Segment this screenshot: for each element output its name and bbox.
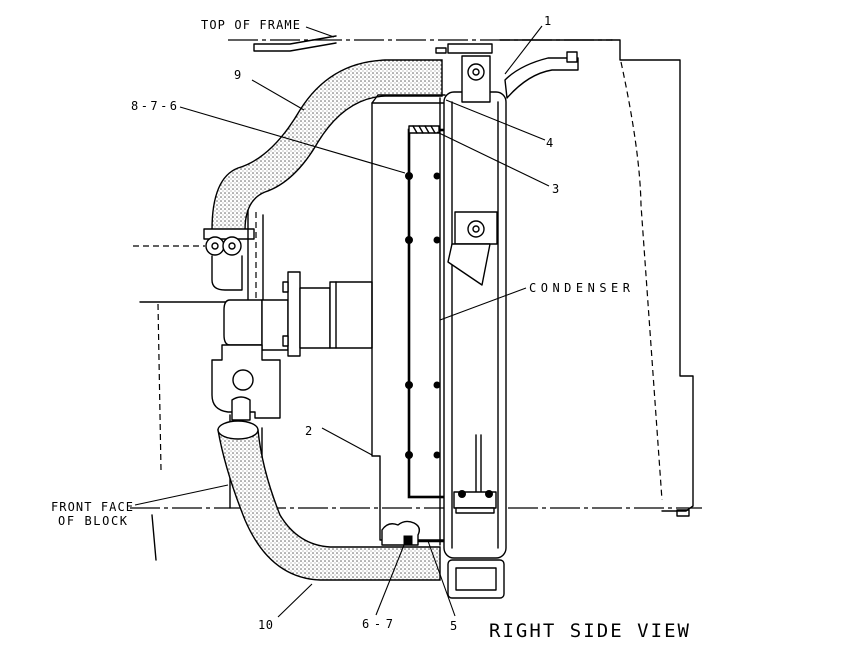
core-bolts bbox=[405, 172, 441, 459]
leader-8-7-6 bbox=[179, 106, 406, 174]
bolt-icon bbox=[433, 172, 441, 180]
middle-bracket-plate bbox=[447, 243, 491, 286]
flange-bolt bbox=[282, 335, 289, 347]
leader-3 bbox=[436, 131, 550, 187]
water-pump-assembly bbox=[203, 209, 373, 421]
frame-outline-right bbox=[611, 39, 694, 512]
bottom-fitting bbox=[447, 559, 505, 599]
condenser-tubes bbox=[451, 101, 499, 549]
leader-front-face bbox=[134, 484, 229, 506]
upper-mount-bracket bbox=[504, 57, 579, 99]
clamp-bolt-icon bbox=[222, 236, 242, 256]
upper-radiator-hose bbox=[211, 59, 443, 231]
label-part-9: 9 bbox=[234, 68, 241, 82]
lower-bracket-bolt-icon bbox=[485, 490, 493, 498]
condenser bbox=[435, 39, 613, 599]
label-top-of-frame: TOP OF FRAME bbox=[201, 18, 300, 32]
label-front-face-line2: OF BLOCK bbox=[58, 514, 128, 528]
top-cap bbox=[447, 43, 493, 54]
core-seal-strip bbox=[408, 125, 440, 134]
mount-bolt-icon bbox=[403, 535, 413, 545]
broken-out-section bbox=[381, 520, 421, 546]
clamp-bolt-center bbox=[211, 242, 219, 250]
leader-4 bbox=[445, 99, 546, 141]
label-part-5: 5 bbox=[450, 619, 457, 633]
bottom-fitting-inner bbox=[455, 567, 497, 591]
fan-spacer bbox=[329, 281, 373, 349]
leader-top-of-frame bbox=[305, 26, 335, 38]
bolt-icon bbox=[433, 236, 441, 244]
bolt-icon bbox=[433, 451, 441, 459]
engine-lower-edge bbox=[151, 514, 157, 561]
frame-foot bbox=[676, 509, 690, 517]
middle-bracket-bolt-icon bbox=[467, 220, 485, 238]
fan-pulley-flange bbox=[287, 271, 301, 357]
fan-hub bbox=[299, 287, 331, 349]
label-part-3: 3 bbox=[552, 182, 559, 196]
seal-strip-hatch bbox=[412, 125, 436, 134]
top-fitting-bolt-center bbox=[472, 68, 480, 76]
bolt-icon bbox=[405, 236, 413, 244]
label-part-4: 4 bbox=[546, 136, 553, 150]
lower-hose-end bbox=[217, 420, 259, 440]
flange-bolt bbox=[282, 281, 289, 293]
bolt-icon bbox=[433, 381, 441, 389]
leader-1 bbox=[504, 25, 543, 75]
clamp-bolt-center bbox=[228, 242, 236, 250]
top-pin bbox=[435, 47, 447, 54]
bracket-bolt-icon bbox=[566, 51, 578, 63]
engine-side-hidden-line bbox=[157, 303, 162, 471]
clamp-bolt-icon bbox=[205, 236, 225, 256]
label-condenser: CONDENSER bbox=[529, 281, 631, 295]
label-part-6-7: 6-7 bbox=[362, 617, 393, 631]
radiator-top-edge bbox=[371, 94, 446, 104]
bolt-icon bbox=[405, 451, 413, 459]
middle-bracket-bolt-center bbox=[472, 225, 480, 233]
leader-10 bbox=[277, 583, 313, 618]
leader-9 bbox=[251, 79, 305, 111]
label-front-face-line1: FRONT FACE bbox=[51, 500, 133, 514]
condenser-body bbox=[443, 91, 507, 559]
bolt-icon bbox=[405, 172, 413, 180]
leader-lines bbox=[134, 25, 550, 618]
leader-condenser bbox=[439, 287, 527, 321]
outlet-port-icon bbox=[232, 369, 254, 391]
leader-5 bbox=[427, 540, 456, 617]
pump-body bbox=[223, 299, 263, 346]
label-part-8-7-6: 8-7-6 bbox=[131, 99, 177, 113]
frame-hidden-edge bbox=[620, 61, 663, 501]
label-part-2: 2 bbox=[305, 424, 312, 438]
thermostat-housing bbox=[211, 255, 243, 291]
view-title: RIGHT SIDE VIEW bbox=[489, 620, 690, 642]
leader-6-7 bbox=[375, 539, 407, 616]
radiator bbox=[371, 94, 447, 546]
label-part-1: 1 bbox=[544, 14, 551, 28]
leader-2 bbox=[321, 427, 373, 456]
lower-bracket-bolt-icon bbox=[458, 490, 466, 498]
label-part-10: 10 bbox=[258, 618, 273, 632]
top-fitting-bolt-icon bbox=[467, 63, 485, 81]
lower-bracket-plate bbox=[455, 507, 495, 514]
lower-radiator-hose bbox=[217, 429, 441, 581]
lower-hose-fitting bbox=[231, 396, 251, 421]
bolt-icon bbox=[405, 381, 413, 389]
frame-rail bbox=[253, 35, 337, 52]
